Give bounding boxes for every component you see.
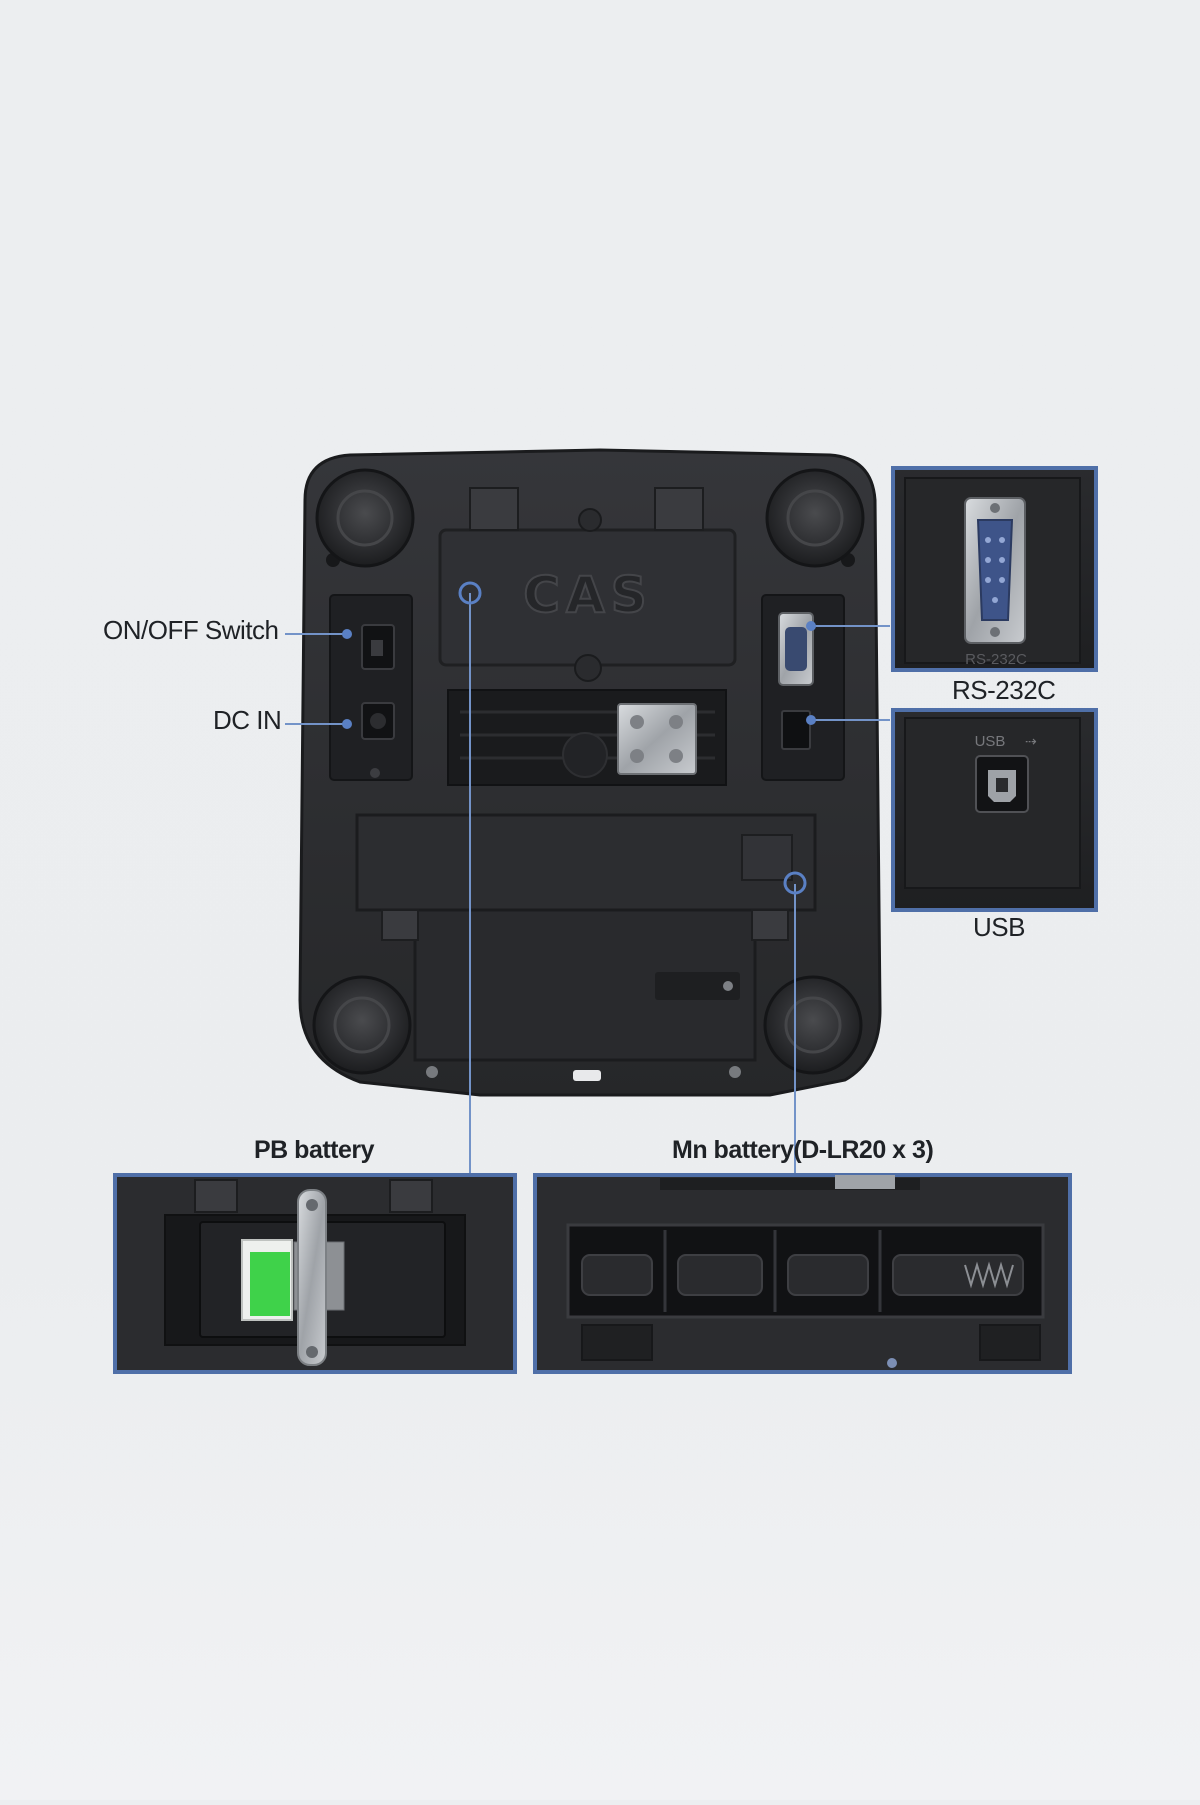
usb-port-print: USB [975,733,1006,750]
battery-spring [964,1261,1014,1289]
load-cell-bracket [617,703,697,775]
usb-port-small [781,710,811,750]
top-tab-right [654,487,704,531]
inset-mn-battery [533,1173,1072,1374]
rubber-feet [312,468,865,1075]
rs232c-label: RS-232C [952,675,1056,705]
scale-body: CAS [298,448,882,1097]
cas-badge [655,972,740,1000]
cover-latch [573,1070,601,1081]
brand-logo-emboss: CAS [523,566,652,624]
left-port-recess [329,594,413,781]
inset-pb-battery [113,1173,517,1374]
dc-in-label: DC IN [213,705,282,735]
on-off-switch-label: ON/OFF Switch [103,615,279,645]
usb-symbol-icon: ⇢ [1025,734,1037,750]
inset-rs232c: RS-232C [891,466,1098,672]
rs232c-port-print: RS-232C [965,651,1027,668]
mn-battery-label: Mn battery(D-LR20 x 3) [672,1136,934,1164]
top-tab-left [469,487,519,531]
callout-lines [285,593,890,1175]
mn-battery-marker [783,871,807,895]
pb-battery-marker [458,581,482,605]
inset-usb: USB ⇢ [891,708,1098,912]
battery-strap [297,1189,327,1366]
battery-cover-upper [355,813,817,912]
callout-dots [342,621,816,729]
pb-battery-label: PB battery [254,1136,375,1164]
battery-cover-lower [413,908,757,1062]
usb-label: USB [973,912,1025,942]
